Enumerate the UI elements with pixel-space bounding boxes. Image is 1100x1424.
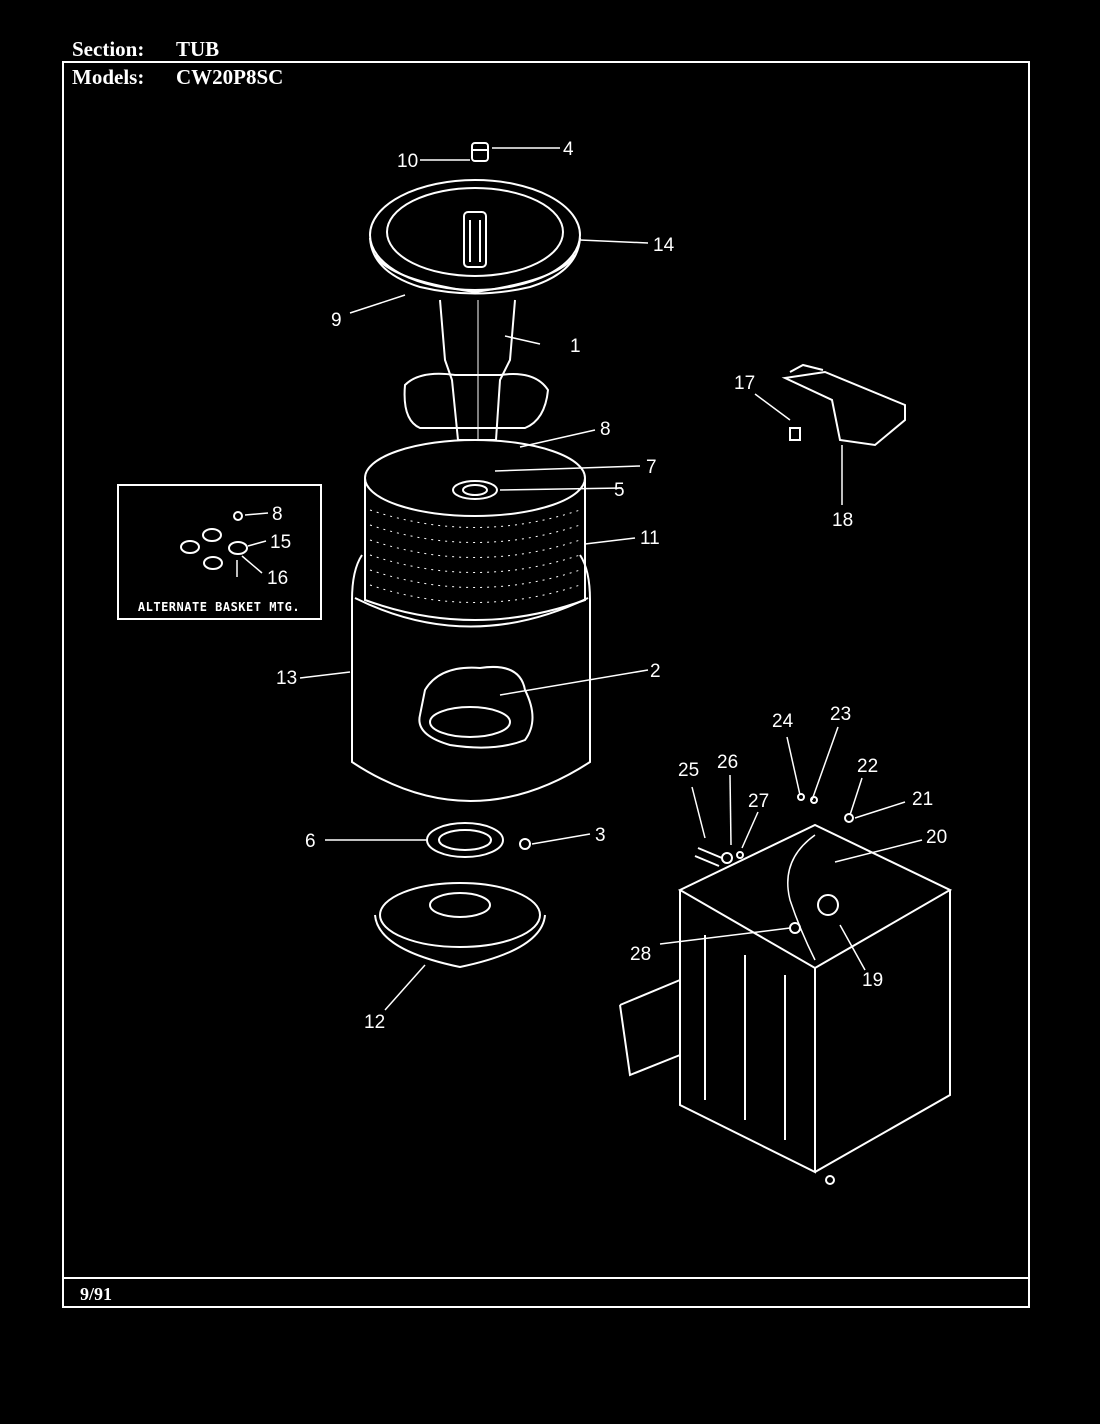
callout-4: 4 xyxy=(563,139,574,160)
inset-callout-15: 15 xyxy=(270,532,291,553)
inset-nuts xyxy=(180,511,248,570)
callout-20: 20 xyxy=(926,827,947,848)
section-value: TUB xyxy=(176,37,220,61)
callout-10: 10 xyxy=(397,151,418,172)
gasket-part xyxy=(426,822,504,858)
callout-7: 7 xyxy=(646,457,657,478)
callout-19: 19 xyxy=(862,970,883,991)
callout-14: 14 xyxy=(653,235,675,256)
callout-27: 27 xyxy=(748,791,769,812)
callout-26: 26 xyxy=(717,752,738,773)
callout-17: 17 xyxy=(734,373,755,394)
inset-callout-16: 16 xyxy=(267,568,288,589)
callout-13: 13 xyxy=(276,668,297,689)
models-value: CW20P8SC xyxy=(176,65,284,89)
bracket-part xyxy=(781,363,906,447)
tub-ring-part xyxy=(369,179,581,295)
callout-23: 23 xyxy=(830,704,851,725)
bottom-cover-part xyxy=(374,882,546,969)
fasteners-part xyxy=(694,793,854,867)
callout-22: 22 xyxy=(857,756,878,777)
alternate-basket-inset: 8 15 16 ALTERNATE BASKET MTG. xyxy=(117,484,322,620)
center-post-part xyxy=(403,299,550,441)
callout-8: 8 xyxy=(600,419,611,440)
footer-date: 9/91 xyxy=(80,1284,113,1304)
callout-11: 11 xyxy=(640,528,660,549)
leader-lines xyxy=(299,147,923,1011)
callout-labels: 1 2 3 4 5 6 7 8 9 10 11 12 13 14 17 18 1… xyxy=(276,139,947,1033)
basket-part xyxy=(364,439,586,621)
callout-9: 9 xyxy=(331,310,342,331)
callout-21: 21 xyxy=(912,789,933,810)
callout-1: 1 xyxy=(570,336,581,357)
callout-3: 3 xyxy=(595,825,606,846)
models-label: Models: xyxy=(72,65,145,89)
callout-24: 24 xyxy=(772,711,794,732)
footer-divider xyxy=(62,1277,1030,1279)
callout-5: 5 xyxy=(614,480,625,501)
callout-25: 25 xyxy=(678,760,699,781)
inset-callout-8: 8 xyxy=(272,504,283,525)
outer-tub-part xyxy=(351,554,591,802)
bolt-part xyxy=(519,838,531,850)
callout-12: 12 xyxy=(364,1012,385,1033)
diagram-frame xyxy=(62,61,1030,1308)
callout-6: 6 xyxy=(305,831,316,852)
inset-caption: ALTERNATE BASKET MTG. xyxy=(138,600,300,614)
cabinet-part xyxy=(619,823,953,1185)
cap-part xyxy=(471,142,489,162)
callout-18: 18 xyxy=(832,510,853,531)
section-label: Section: xyxy=(72,37,145,61)
callout-28: 28 xyxy=(630,944,651,965)
callout-2: 2 xyxy=(650,661,661,682)
